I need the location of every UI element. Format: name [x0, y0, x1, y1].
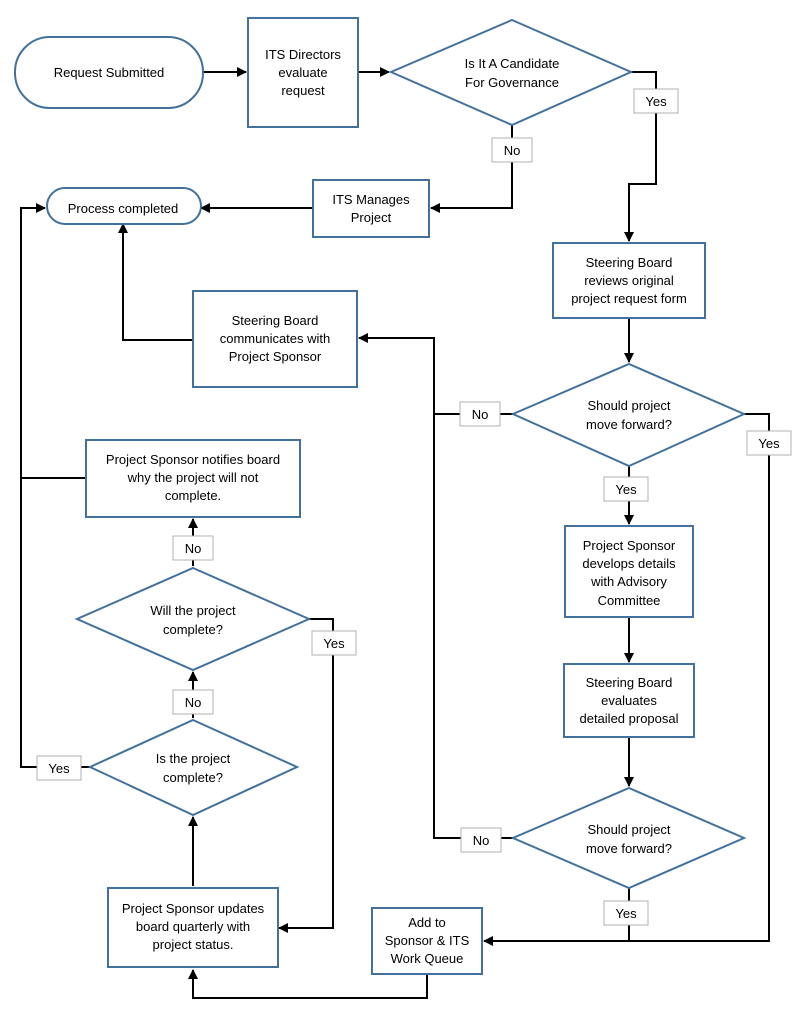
edge-forward1-yes-to-queue [483, 413, 770, 946]
sponsor-updates-node: Project Sponsor updates board quarterly … [107, 887, 279, 968]
sponsor-notifies-node: Project Sponsor notifies board why the p… [85, 439, 301, 518]
steering-communicates-label-1: Steering Board [232, 313, 319, 328]
edge-label-forward1-yes-right: Yes [746, 430, 792, 456]
edge-is-complete-yes-to-completed [20, 203, 90, 768]
request-submitted-label: Request Submitted [54, 65, 165, 80]
sponsor-notifies-label-1: Project Sponsor notifies board [106, 452, 280, 467]
steering-evaluates-node: Steering Board evaluates detailed propos… [563, 663, 695, 738]
candidate-governance-label-1: Is It A Candidate [465, 56, 560, 71]
add-queue-label-3: Work Queue [391, 951, 464, 966]
svg-text:No: No [472, 407, 489, 422]
edge-label-forward1-yes-down: Yes [603, 476, 649, 502]
steering-evaluates-label-3: detailed proposal [579, 711, 678, 726]
steering-communicates-label-2: communicates with [220, 331, 331, 346]
should-forward-1-label-1: Should project [587, 398, 670, 413]
edge-label-will-no: No [172, 535, 214, 561]
steering-communicates-node: Steering Board communicates with Project… [192, 290, 358, 388]
will-complete-decision: Will the project complete? [74, 566, 312, 672]
steering-reviews-label-2: reviews original [584, 273, 674, 288]
process-completed-label: Process completed [68, 201, 179, 216]
sponsor-develops-node: Project Sponsor develops details with Ad… [564, 525, 694, 618]
its-manages-label-1: ITS Manages [332, 192, 410, 207]
sponsor-notifies-label-3: complete. [165, 488, 221, 503]
edge-label-candidate-no: No [491, 137, 533, 163]
sponsor-updates-label-2: board quarterly with [136, 919, 250, 934]
sponsor-updates-label-3: project status. [153, 937, 234, 952]
edge-queue-to-updates [188, 969, 428, 999]
will-complete-label-2: complete? [163, 622, 223, 637]
svg-text:Yes: Yes [615, 906, 637, 921]
add-queue-label-1: Add to [408, 915, 446, 930]
edge-label-candidate-yes: Yes [633, 88, 679, 114]
its-directors-label-2: evaluate [278, 65, 327, 80]
edge-label-forward2-yes: Yes [603, 900, 649, 926]
will-complete-label-1: Will the project [150, 603, 236, 618]
edge-label-will-yes: Yes [311, 630, 357, 656]
should-forward-2-label-1: Should project [587, 822, 670, 837]
svg-text:No: No [185, 541, 202, 556]
add-queue-node: Add to Sponsor & ITS Work Queue [371, 907, 483, 975]
steering-reviews-node: Steering Board reviews original project … [552, 242, 706, 319]
svg-text:No: No [473, 833, 490, 848]
edge-label-forward2-no: No [460, 827, 502, 853]
steering-evaluates-label-1: Steering Board [586, 675, 673, 690]
its-manages-label-2: Project [351, 210, 392, 225]
edge-candidate-yes-to-review [624, 71, 657, 242]
request-submitted-node: Request Submitted [14, 36, 204, 109]
should-forward-2-decision: Should project move forward? [510, 786, 747, 890]
svg-text:Yes: Yes [758, 436, 780, 451]
its-directors-label-1: ITS Directors [265, 47, 341, 62]
edge-label-is-no: No [172, 689, 214, 715]
edge-will-yes-to-updates [278, 618, 334, 933]
svg-text:Yes: Yes [323, 636, 345, 651]
should-forward-1-decision: Should project move forward? [510, 362, 747, 468]
is-complete-label-2: complete? [163, 770, 223, 785]
steering-communicates-label-3: Project Sponsor [229, 349, 322, 364]
candidate-governance-decision: Is It A Candidate For Governance [388, 18, 634, 127]
sponsor-develops-label-1: Project Sponsor [583, 538, 676, 553]
steering-reviews-label-3: project request form [571, 291, 687, 306]
edge-communicates-to-completed [118, 223, 193, 341]
its-directors-label-3: request [281, 83, 325, 98]
should-forward-1-label-2: move forward? [586, 417, 672, 432]
sponsor-develops-label-3: with Advisory [590, 574, 667, 589]
its-directors-node: ITS Directors evaluate request [247, 17, 359, 128]
svg-text:Yes: Yes [48, 761, 70, 776]
svg-text:Yes: Yes [645, 94, 667, 109]
edge-forward2-no-join [433, 414, 513, 839]
edge-label-forward1-no: No [459, 401, 501, 427]
candidate-governance-label-2: For Governance [465, 75, 559, 90]
sponsor-updates-label-1: Project Sponsor updates [122, 901, 265, 916]
svg-text:No: No [504, 143, 521, 158]
should-forward-2-label-2: move forward? [586, 841, 672, 856]
is-complete-label-1: Is the project [156, 751, 231, 766]
sponsor-notifies-label-2: why the project will not [127, 470, 259, 485]
process-completed-node: Process completed [46, 187, 202, 225]
sponsor-develops-label-4: Committee [598, 593, 661, 608]
svg-text:No: No [185, 695, 202, 710]
add-queue-label-2: Sponsor & ITS [385, 933, 470, 948]
steering-reviews-label-1: Steering Board [586, 255, 673, 270]
steering-evaluates-label-2: evaluates [601, 693, 657, 708]
sponsor-develops-label-2: develops details [582, 556, 676, 571]
edge-label-is-yes: Yes [36, 755, 82, 781]
edge-candidate-no-to-its-manages [430, 125, 513, 213]
its-manages-node: ITS Manages Project [312, 179, 430, 238]
svg-text:Yes: Yes [615, 482, 637, 497]
is-complete-decision: Is the project complete? [87, 718, 300, 817]
